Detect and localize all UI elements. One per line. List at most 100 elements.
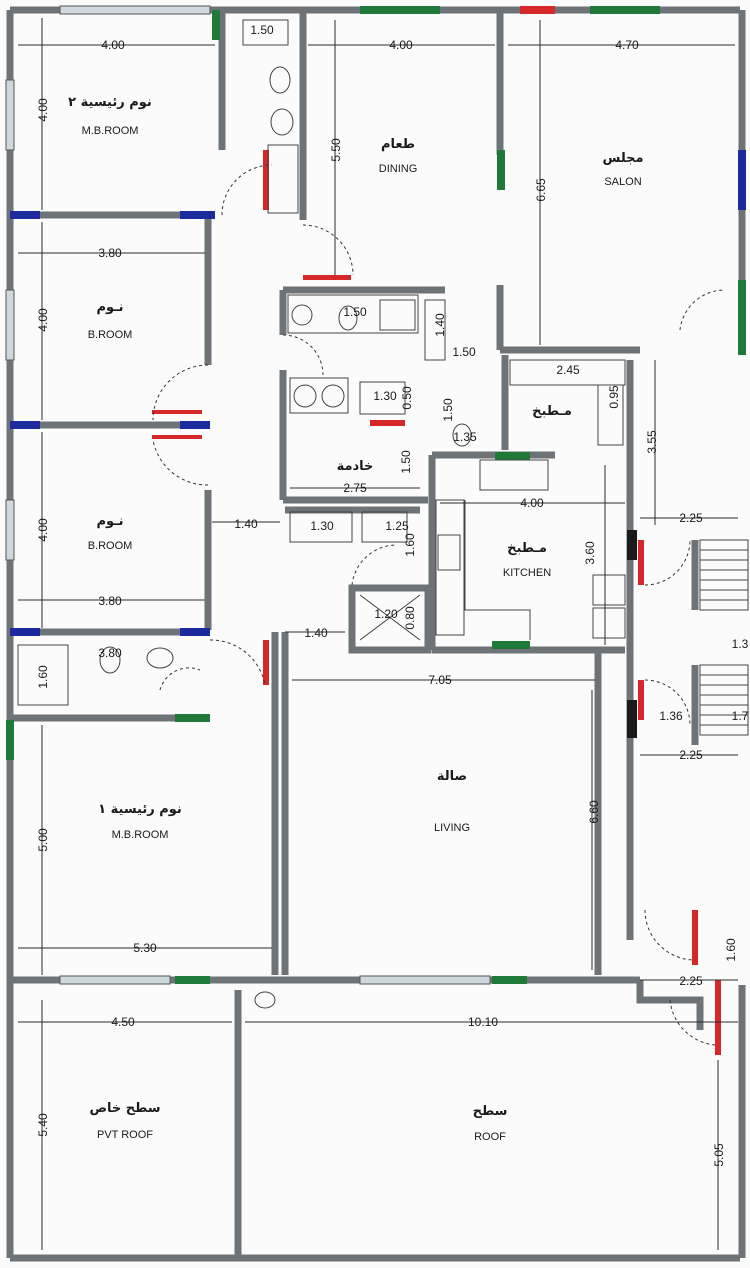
label-mb1-en: M.B.ROOM <box>112 829 169 841</box>
dim-4-00-kitchen: 4.00 <box>520 496 544 510</box>
door-arc-stair <box>644 539 691 586</box>
label-salon-en: SALON <box>604 176 641 188</box>
fixture-laundry-wc <box>361 511 408 543</box>
window-dining <box>497 150 505 190</box>
dim-1-36: 1.36 <box>659 709 683 723</box>
dim-5-00: 5.00 <box>36 828 50 852</box>
dim-3-55: 3.55 <box>645 430 659 454</box>
mark-green-bath <box>175 714 210 722</box>
label-pvt-roof-en: PVT ROOF <box>97 1129 153 1141</box>
window-bottom-3 <box>359 975 491 985</box>
fixture-wc-small <box>452 423 472 447</box>
fixture-small-bath-wc <box>99 646 121 674</box>
dim-0-80: 0.80 <box>403 606 417 630</box>
fixtures <box>17 19 749 1009</box>
dim-1-50-top: 1.50 <box>250 23 274 37</box>
window-left-3 <box>5 499 15 561</box>
dim-1-60-b: 1.60 <box>36 665 50 689</box>
label-roof-ar: سطح <box>473 1104 508 1119</box>
label-pvt-roof-ar: سطح خاص <box>89 1101 160 1116</box>
fixture-small-kitchen-stove <box>597 384 624 446</box>
dim-2-25-b: 2.25 <box>679 748 703 762</box>
dim-4-50: 4.50 <box>111 1015 135 1029</box>
fixture-kitchen-stove <box>437 534 461 571</box>
fixture-sink-top <box>270 108 294 136</box>
mark-red-right-2 <box>692 910 698 965</box>
fixture-tub-top <box>267 144 299 214</box>
door-swings <box>152 164 726 1046</box>
label-kitchen-small-ar: مـطبخ <box>532 404 572 419</box>
dim-1-7-cut: 1.7 <box>732 709 749 723</box>
dim-2-75: 2.75 <box>343 481 367 495</box>
fixture-small-bath-shower <box>17 644 69 706</box>
door-arc-stair-2 <box>644 679 691 726</box>
label-roof-en: ROOF <box>474 1131 506 1143</box>
label-br1-ar: نـوم <box>96 300 123 315</box>
label-mb1-ar: نوم رئيسية ١ <box>98 802 182 817</box>
mark-red-corridor-2 <box>152 435 202 439</box>
dim-1-50-mid: 1.50 <box>452 345 476 359</box>
mark-red-bath <box>263 150 269 210</box>
dim-4-00-br2-v: 4.00 <box>36 518 50 542</box>
door-arc-br1 <box>152 364 209 421</box>
dim-5-50: 5.50 <box>329 138 343 162</box>
dim-4-00-top: 4.00 <box>101 38 125 52</box>
dim-4-00-mb2-v: 4.00 <box>36 98 50 122</box>
window-top-1 <box>59 5 211 15</box>
fixture-stair-lower <box>699 664 749 736</box>
mark-red-living <box>263 640 269 685</box>
dim-6-60: 6.60 <box>587 800 601 824</box>
dim-1-60-c: 1.60 <box>724 938 738 962</box>
fixture-fridge-1 <box>592 574 626 606</box>
door-arc-shower <box>351 544 398 586</box>
dimension-texts: 4.00 1.50 4.00 4.70 4.00 5.50 6.65 3.80 … <box>36 23 749 1167</box>
window-left-2 <box>5 289 15 361</box>
mark-blue-2 <box>180 211 215 219</box>
fixture-shower-top <box>242 19 289 46</box>
mark-red-dining <box>303 275 351 280</box>
fixture-wc-top <box>269 66 291 94</box>
fixture-service-shower <box>379 299 416 331</box>
mark-red-stair-2 <box>638 680 644 720</box>
dim-10-10: 10.10 <box>468 1015 498 1029</box>
label-mb2-ar: نوم رئيسية ٢ <box>68 95 152 110</box>
window-bottom-4 <box>492 976 527 984</box>
label-br2-ar: نـوم <box>96 514 123 529</box>
label-kitchen-ar: مـطبخ <box>507 541 547 556</box>
mark-green-maid <box>370 420 405 426</box>
window-top-2 <box>360 6 440 14</box>
dim-1-50-wc-v: 1.50 <box>441 398 455 422</box>
dim-1-25: 1.25 <box>385 519 409 533</box>
window-right-1 <box>738 150 746 210</box>
dim-1-20: 1.20 <box>374 607 398 621</box>
dim-1-40-shower: 1.40 <box>433 313 447 337</box>
dim-1-30-wc: 1.30 <box>373 389 397 403</box>
label-mb2-en: M.B.ROOM <box>82 125 139 137</box>
fixture-small-bath-sink <box>146 647 174 669</box>
label-dining-en: DINING <box>379 163 418 175</box>
dim-4-70: 4.70 <box>615 38 639 52</box>
dim-2-45: 2.45 <box>556 363 580 377</box>
dim-0-95: 0.95 <box>607 385 621 409</box>
dim-0-50: 0.50 <box>400 386 414 410</box>
mark-black-stair-2 <box>627 700 637 738</box>
fixture-vanity-right <box>424 299 446 361</box>
fixture-laundry-sink <box>289 511 353 543</box>
fixture-stair-upper <box>699 539 749 611</box>
window-left-4 <box>6 720 14 760</box>
mark-red-right <box>715 980 721 1055</box>
dim-1-50-maid-v: 1.50 <box>399 450 413 474</box>
mark-blue-6 <box>180 628 210 636</box>
door-arc-service <box>282 334 324 376</box>
window-left-1 <box>5 79 15 151</box>
label-salon-ar: مجلس <box>602 151 643 166</box>
door-arc-small-bath <box>159 667 201 691</box>
window-kitchen-bottom <box>492 641 530 649</box>
fixture-kitchen-counter-top <box>479 459 549 491</box>
window-top-3 <box>520 6 555 14</box>
dim-6-65: 6.65 <box>534 178 548 202</box>
window-mb2-left <box>212 10 220 40</box>
window-kitchen <box>495 452 530 460</box>
label-kitchen-en: KITCHEN <box>503 567 551 579</box>
